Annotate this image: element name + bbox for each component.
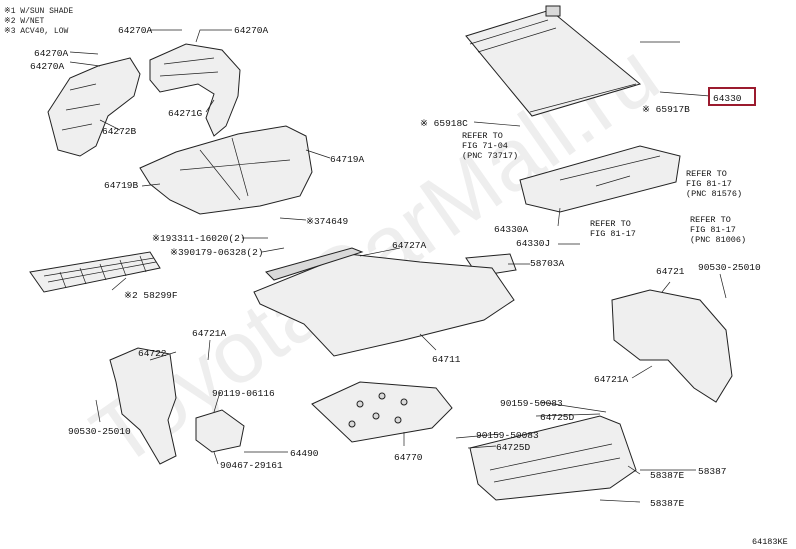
ref-fig71[interactable]: REFER TO FIG 71-04 (PNC 73717)	[462, 131, 518, 161]
label-64330j[interactable]: 64330J	[516, 238, 550, 249]
side-trim-left-part[interactable]	[47, 57, 141, 157]
label-64270a-top-right[interactable]: 64270A	[234, 25, 269, 36]
ref-fig71-line-2: FIG 71-04	[462, 141, 508, 151]
label-58387e-a[interactable]: 58387E	[650, 470, 685, 481]
label-90119[interactable]: 90119-06116	[212, 388, 275, 399]
label-58387e-b[interactable]: 58387E	[650, 498, 685, 509]
ref-fig81-c[interactable]: REFER TO FIG 81-17 (PNC 81006)	[690, 215, 746, 245]
front-strip-part[interactable]	[265, 247, 364, 281]
cargo-net-part[interactable]	[29, 251, 161, 293]
ref-fig71-line-1: REFER TO	[462, 131, 503, 141]
label-74649[interactable]: ※374649	[306, 216, 348, 227]
bracket-part[interactable]	[195, 409, 245, 453]
ref-fig81-c-line-3: (PNC 81006)	[690, 235, 746, 245]
label-64272b[interactable]: 64272B	[102, 126, 137, 137]
leader-lines	[69, 29, 727, 503]
ref-fig81-b-line-2: FIG 81-17	[590, 229, 636, 239]
label-64330[interactable]: 64330	[713, 93, 742, 104]
label-64721a-right[interactable]: 64721A	[594, 374, 629, 385]
label-65918c[interactable]: ※ 65918C	[420, 118, 468, 129]
rear-trim-right-part[interactable]	[611, 289, 733, 403]
label-64270a-left-2[interactable]: 64270A	[30, 61, 65, 72]
notes-block: ※1 W/SUN SHADE ※2 W/NET ※3 ACV40, LOW	[4, 7, 73, 36]
rear-trim-left-part[interactable]	[109, 347, 177, 465]
label-64721a-left[interactable]: 64721A	[192, 328, 227, 339]
label-90159-a[interactable]: 90159-50083	[500, 398, 563, 409]
ref-fig71-line-3: (PNC 73717)	[462, 151, 518, 161]
label-64727a[interactable]: 64727A	[392, 240, 427, 251]
ref-fig81-a-line-1: REFER TO	[686, 169, 727, 179]
label-64270a-top-left[interactable]: 64270A	[118, 25, 153, 36]
ref-fig81-a[interactable]: REFER TO FIG 81-17 (PNC 81576)	[686, 169, 742, 199]
label-64330a[interactable]: 64330A	[494, 224, 529, 235]
label-90179[interactable]: ※390179-06328(2)	[170, 247, 263, 258]
label-64271g[interactable]: 64271G	[168, 108, 203, 119]
label-90530-left[interactable]: 90530-25010	[68, 426, 131, 437]
sun-shade-part[interactable]	[465, 5, 642, 117]
label-90467[interactable]: 90467-29161	[220, 460, 283, 471]
label-64721-right[interactable]: 64721	[656, 266, 685, 277]
label-90159-b[interactable]: 90159-50083	[476, 430, 539, 441]
label-64725d-b[interactable]: 64725D	[496, 442, 531, 453]
label-64711[interactable]: 64711	[432, 354, 461, 365]
ref-fig81-b-line-1: REFER TO	[590, 219, 631, 229]
note-2: ※2 W/NET	[4, 17, 45, 26]
side-trim-right-part[interactable]	[149, 43, 241, 137]
label-64770[interactable]: 64770	[394, 452, 423, 463]
ref-fig81-c-line-1: REFER TO	[690, 215, 731, 225]
note-1: ※1 W/SUN SHADE	[4, 7, 73, 16]
ref-fig81-a-line-2: FIG 81-17	[686, 179, 732, 189]
label-58299f[interactable]: ※2 58299F	[124, 290, 178, 301]
ref-fig81-b[interactable]: REFER TO FIG 81-17	[590, 219, 636, 239]
label-64490[interactable]: 64490	[290, 448, 319, 459]
package-tray-part[interactable]	[519, 145, 681, 213]
deck-board-part[interactable]	[311, 381, 453, 443]
label-58387[interactable]: 58387	[698, 466, 727, 477]
floor-mat-part[interactable]	[253, 253, 515, 357]
note-3: ※3 ACV40, LOW	[4, 27, 69, 36]
ref-fig81-a-line-3: (PNC 81576)	[686, 189, 742, 199]
label-64719a[interactable]: 64719A	[330, 154, 365, 165]
diagram-code: 64183KE	[752, 537, 788, 547]
label-58703a[interactable]: 58703A	[530, 258, 565, 269]
scuff-plate-part[interactable]	[469, 415, 637, 501]
ref-fig81-c-line-2: FIG 81-17	[690, 225, 736, 235]
label-65917b[interactable]: ※ 65917B	[642, 104, 690, 115]
back-panel-trim-part[interactable]	[139, 125, 313, 215]
label-64270a-left-1[interactable]: 64270A	[34, 48, 69, 59]
label-90530-right[interactable]: 90530-25010	[698, 262, 761, 273]
highlight-box-64330	[708, 87, 756, 106]
part-labels: 64270A 64270A 64270A 64270A 64272B 64271…	[30, 25, 761, 509]
label-64722[interactable]: 64722	[138, 348, 167, 359]
label-93311[interactable]: ※193311-16020(2)	[152, 233, 245, 244]
label-64725d-a[interactable]: 64725D	[540, 412, 575, 423]
label-64719b[interactable]: 64719B	[104, 180, 139, 191]
